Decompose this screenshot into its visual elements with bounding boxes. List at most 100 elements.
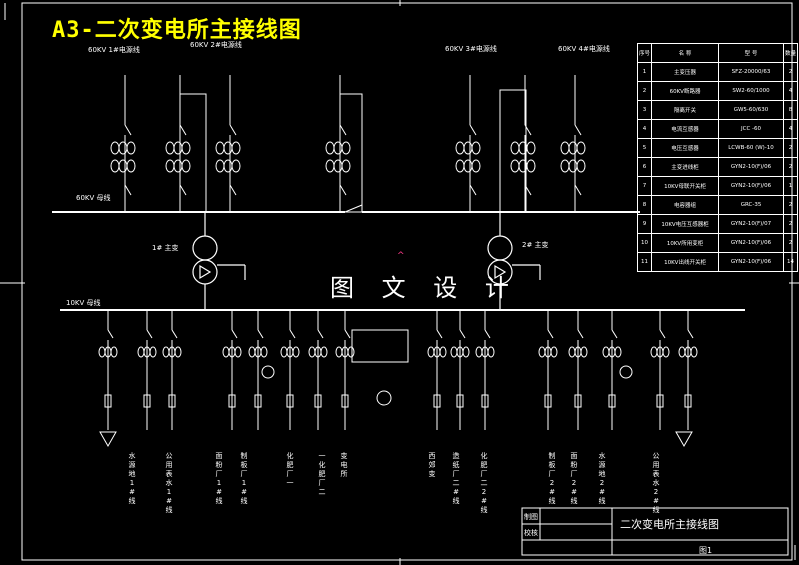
hv-bay-1 [110,75,136,212]
ct-icon [231,159,241,173]
ct-icon [173,159,183,173]
lv-feeder [450,310,470,430]
ct-icon [650,346,658,358]
ct-icon [568,141,578,155]
ct-icon [580,346,588,358]
arrester-icon [574,394,582,408]
ct-icon [126,159,136,173]
ct-icon [234,346,242,358]
ct-icon [439,346,447,358]
arrester-icon [656,394,664,408]
breaker-icon [124,184,132,196]
lv-feeder [98,310,118,430]
ct-icon [341,159,351,173]
ct-icon [280,346,288,358]
drawing-title: A3-二次变电所主接线图 [52,18,302,43]
table-cell: JCC -60 [718,119,785,139]
ct-icon [162,346,170,358]
lv-feeder [538,310,558,430]
ct-icon [550,346,558,358]
table-cell: GYN2-10(F)/07 [718,214,785,234]
table-cell: LCWB-60 (W)-10 [718,138,785,158]
capacitor-icon [675,431,693,448]
ct-icon [614,346,622,358]
lv-feeder [475,310,495,430]
ct-icon [118,141,128,155]
disconnector-icon [179,124,187,136]
arrester-icon [608,394,616,408]
feeder-label-right: 造纸厂二#线 [452,452,460,505]
table-cell: 1 [636,62,653,82]
breaker-icon [459,329,466,339]
lv-feeder [427,310,447,430]
ct-icon [110,159,120,173]
table-cell: 10KV所用变柜 [651,233,720,253]
table-cell: 4 [783,81,799,101]
transformer-2-icon [487,212,541,310]
lv-feeder [335,310,355,430]
table-cell: GYN2-10(F)/06 [718,252,785,272]
ct-icon [215,159,225,173]
table-cell: 电流互感器 [651,119,720,139]
table-cell: 11 [636,252,653,272]
feeder-label-left: 变电所 [340,452,348,478]
ct-icon [335,346,343,358]
ct-icon [538,346,546,358]
arrester-icon [341,394,349,408]
feeder-label-left: 水源地1#线 [128,452,136,505]
ct-icon [260,346,268,358]
table-cell: 2 [783,138,799,158]
incoming-line-2-label: 60KV 2#电源线 [190,41,242,49]
drawing-border [21,2,793,561]
title-block [521,507,789,556]
ct-icon [662,346,670,358]
transformer-1-icon [192,212,246,310]
lv-feeder [678,310,698,430]
ct-icon [248,346,256,358]
table-cell: 2 [783,195,799,215]
table-cell: 2 [783,62,799,82]
ct-icon [471,159,481,173]
breaker-icon [547,329,554,339]
ct-icon [526,141,536,155]
ct-icon [173,141,183,155]
breaker-icon [317,329,324,339]
breaker-icon [469,184,477,196]
hv-bay-2 [165,75,191,212]
table-cell: GYN2-10(F)/06 [718,157,785,177]
cursor-mark: ^ [397,251,405,261]
arrester-icon [684,394,692,408]
arrester-icon [286,394,294,408]
breaker-icon [659,329,666,339]
table-cell: 8 [636,195,653,215]
bus-tie-icon [344,204,363,213]
feeder-loop [179,93,207,213]
lv-feeder [280,310,300,430]
feeder-label-left: 制板厂1#线 [240,452,248,505]
ct-icon [690,346,698,358]
table-cell: 6 [636,157,653,177]
ct-icon [308,346,316,358]
ct-icon [347,346,355,358]
incoming-line-1-label: 60KV 1#电源线 [88,46,140,54]
ct-icon [427,346,435,358]
ct-icon [333,159,343,173]
lv-feeder [602,310,622,430]
lv-bus-label: 10KV 母线 [66,299,101,307]
feeder-label-right: 制板厂2#线 [548,452,556,505]
table-cell: 2 [783,214,799,234]
table-cell: 10KV出线开关柜 [651,252,720,272]
ct-icon [678,346,686,358]
feeder-label-right: 西郊变 [428,452,436,478]
hv-bus-label: 60KV 母线 [76,194,111,202]
feeder-label-left: 面粉厂1#线 [215,452,223,505]
breaker-icon [289,329,296,339]
table-cell: 10KV母联开关柜 [651,176,720,196]
ct-icon [181,141,191,155]
